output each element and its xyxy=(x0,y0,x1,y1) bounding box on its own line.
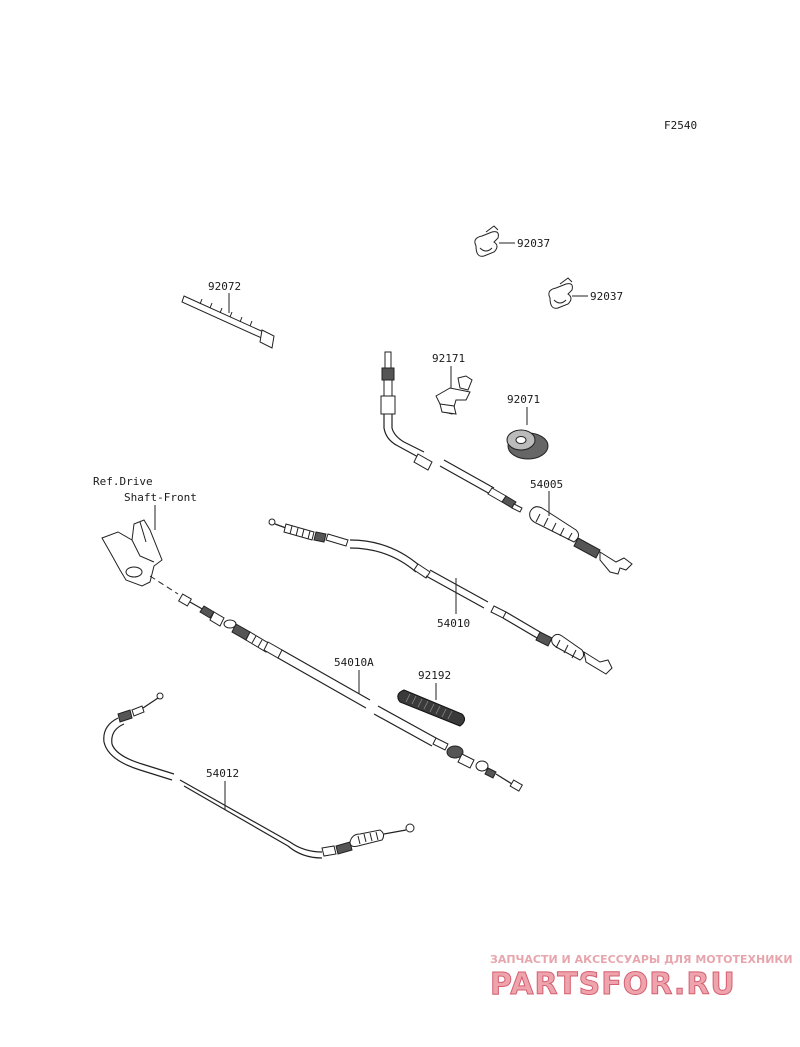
part-label-54010: 54010 xyxy=(437,617,470,630)
part-label-92171: 92171 xyxy=(432,352,465,365)
drive-shaft-bracket-icon xyxy=(101,519,163,587)
cable-tie-92072-icon xyxy=(181,295,275,349)
grommet-92071-icon xyxy=(506,429,549,460)
watermark-tagline: ЗАПЧАСТИ И АКСЕССУАРЫ ДЛЯ МОТОТЕХНИКИ xyxy=(490,953,793,966)
cable-54010a-icon xyxy=(177,593,524,792)
part-label-54010a: 54010A xyxy=(334,656,374,669)
ref-note-line2: Shaft-Front xyxy=(124,491,197,504)
ref-note-line1: Ref.Drive xyxy=(93,475,153,488)
cable-54005-icon xyxy=(380,351,633,575)
cable-54010-icon xyxy=(268,518,613,675)
part-label-92072: 92072 xyxy=(208,280,241,293)
part-label-92192: 92192 xyxy=(418,669,451,682)
watermark-logo: PARTSFOR.RU xyxy=(490,967,736,1002)
cable-54012-icon xyxy=(103,692,415,859)
figure-code: F2540 xyxy=(664,119,697,132)
holder-92171-icon xyxy=(435,375,473,415)
clamp-92037-top-icon xyxy=(474,225,515,257)
sleeve-92192-icon xyxy=(397,689,466,727)
part-label-92037-top: 92037 xyxy=(517,237,550,250)
part-label-54012: 54012 xyxy=(206,767,239,780)
part-label-92071: 92071 xyxy=(507,393,540,406)
part-label-92037-lower: 92037 xyxy=(590,290,623,303)
clamp-92037-lower-icon xyxy=(548,277,588,309)
part-label-54005: 54005 xyxy=(530,478,563,491)
